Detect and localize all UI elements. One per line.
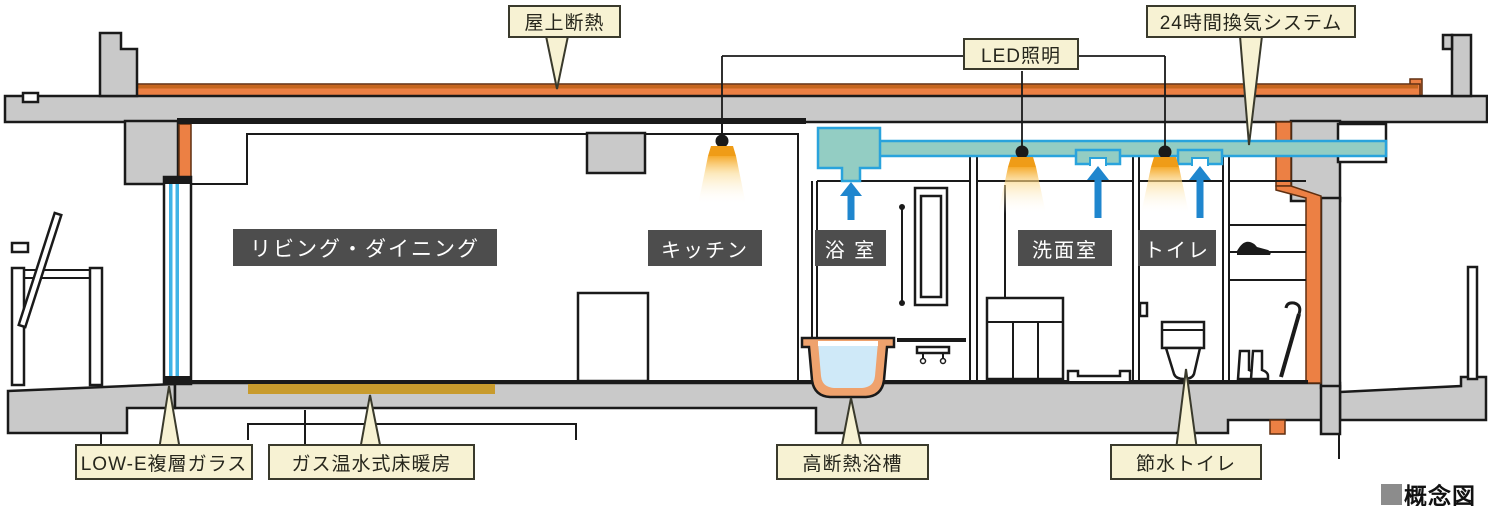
bathroom-fixtures xyxy=(800,186,966,399)
umbrella-icon xyxy=(1279,301,1302,378)
callout-gas-floor-heating: ガス温水式床暖房 xyxy=(268,444,475,480)
washroom-fixtures xyxy=(985,185,1132,381)
callout-24h-ventilation: 24時間換気システム xyxy=(1146,5,1356,38)
partition-walls xyxy=(811,157,1230,380)
corridor-railing-post xyxy=(1466,265,1479,381)
low-e-glass-pane xyxy=(169,184,173,376)
bath-water xyxy=(818,342,878,388)
toilet-fixtures xyxy=(1138,301,1206,381)
ceilings xyxy=(177,118,1308,384)
wall-insulation-left xyxy=(178,123,192,185)
floor-line xyxy=(177,380,1308,384)
room-label-washroom: 洗面室 xyxy=(1018,230,1112,266)
led-connector-lines xyxy=(721,55,1166,148)
kitchen-counter xyxy=(576,291,650,383)
room-label-bathroom: 浴 室 xyxy=(815,230,886,266)
ventilation-duct-icon xyxy=(816,126,1388,183)
caption-square-icon xyxy=(1381,483,1402,505)
led-light-icon xyxy=(698,124,1189,214)
left-parapet xyxy=(98,31,139,98)
diagram-caption: 概念図 xyxy=(1381,477,1476,506)
left-wall-and-window xyxy=(123,119,193,386)
room-label-living-dining: リビング・ダイニング xyxy=(233,229,497,266)
ceiling-beam xyxy=(585,131,647,175)
low-e-glass-pane xyxy=(175,184,179,376)
callout-roof-insulation: 屋上断熱 xyxy=(508,5,621,38)
paper-holder xyxy=(1138,301,1149,318)
wall-insulation-right xyxy=(1275,185,1322,384)
main-ceiling xyxy=(177,118,806,124)
bath-stool-icon xyxy=(915,345,951,365)
airflow-arrow-icon xyxy=(840,166,1211,220)
room-label-kitchen: キッチン xyxy=(648,230,762,266)
floor-slab xyxy=(6,375,1488,435)
duct-fan-unit xyxy=(816,126,882,183)
boots-icon xyxy=(1236,349,1270,381)
balcony-railing-icon xyxy=(10,211,104,387)
toilet-icon xyxy=(1160,320,1206,381)
roof xyxy=(3,31,1488,124)
room-label-toilet: トイレ xyxy=(1138,230,1216,266)
caption-text: 概念図 xyxy=(1404,483,1476,506)
washer-pan xyxy=(1066,369,1132,381)
shoe-closet xyxy=(1230,224,1306,381)
duct-main xyxy=(876,139,1388,158)
bath-ledge xyxy=(897,338,966,342)
callout-low-e-glass: LOW-E複層ガラス xyxy=(75,444,253,480)
right-parapet xyxy=(1450,33,1473,98)
floor-heating-strip xyxy=(248,383,495,394)
kitchen-fixtures xyxy=(576,131,650,383)
bathtub-icon xyxy=(800,336,896,399)
callout-water-saving-toilet: 節水トイレ xyxy=(1110,444,1262,480)
sneaker-icon xyxy=(1237,241,1271,255)
vanity-cabinet xyxy=(985,296,1065,381)
callout-led-lighting: LED照明 xyxy=(963,38,1079,70)
callout-insulated-bathtub: 高断熱浴槽 xyxy=(776,444,929,480)
